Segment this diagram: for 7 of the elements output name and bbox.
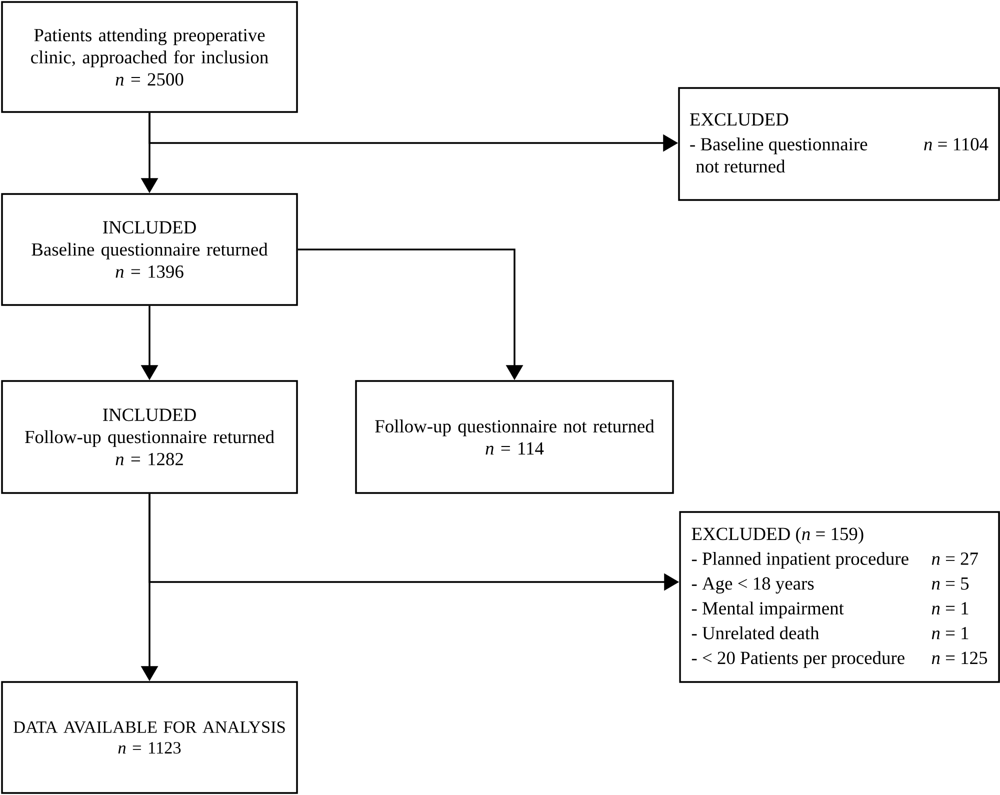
list-box: EXCLUDED (n = 159) - Planned inpatient procedure n = 27 - Age < 18 years n = 5 - Mental impairment n = 1 - Unrelated death n = 1 - < 20 Patients per procedure n = 125 (679, 511, 1000, 683)
list-box: EXCLUDED - Baseline questionnaire not returned n = 1104 (678, 87, 1000, 201)
process-box: Patients attending preoperative clinic, approached for inclusion n = 2500 (1, 1, 298, 113)
process-box: INCLUDED Follow-up questionnaire returned n = 1282 (1, 380, 298, 494)
process-box: INCLUDED Baseline questionnaire returned n = 1396 (1, 193, 298, 306)
process-box: Follow-up questionnaire not returned n = 114 (355, 380, 674, 494)
process-box: DATA AVAILABLE FOR ANALYSIS n = 1123 (1, 681, 298, 794)
